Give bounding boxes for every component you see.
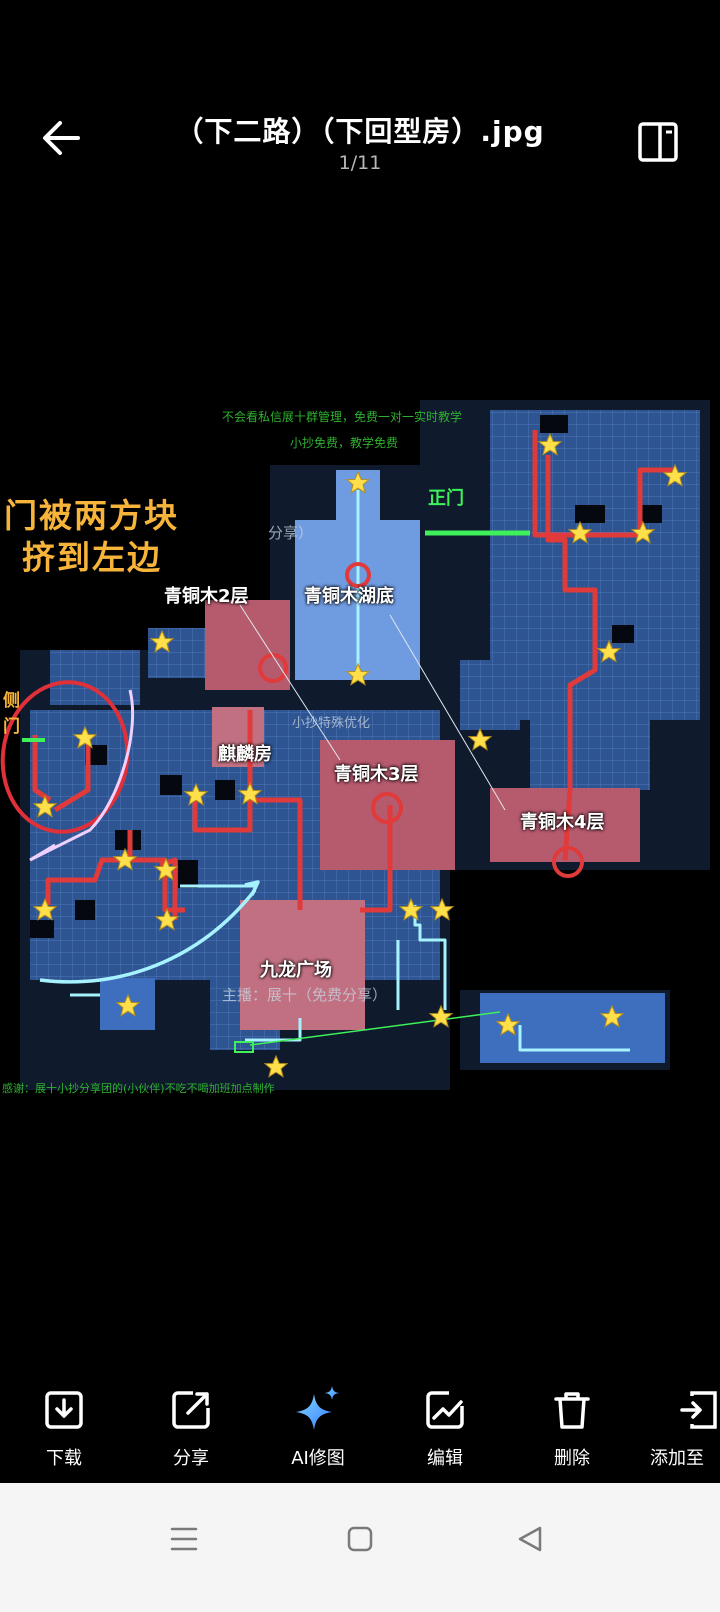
delete-button[interactable]: 删除 [522,1382,622,1482]
delete-label: 删除 [554,1448,590,1469]
share-icon [172,1391,210,1429]
map-drawing [0,400,710,1090]
add-to-label: 添加至 [650,1448,704,1469]
map-watermark-top2: 小抄免费，教学免费 [290,436,399,450]
download-label: 下载 [46,1448,82,1469]
share-button[interactable]: 分享 [141,1382,241,1482]
room-qilin: 麒麟房 [218,744,272,765]
edit-icon [426,1391,464,1429]
map-note-line2: 挤到左边 [22,538,162,577]
room-bronze-3f: 青铜木3层 [334,764,419,785]
map-note-line1: 门被两方块 [4,496,179,535]
add-to-button[interactable]: 添加至 [648,1382,720,1482]
download-button[interactable]: 下载 [14,1382,114,1482]
edit-button[interactable]: 编辑 [395,1382,495,1482]
map-watermark-top: 不会看私信展十群管理，免费一对一实时教学 [222,410,463,424]
main-gate-label: 正门 [428,488,464,509]
ai-retouch-label: AI修图 [291,1448,345,1469]
ai-retouch-button[interactable]: AI修图 [268,1382,368,1482]
download-icon [45,1391,83,1429]
menu-icon[interactable] [164,1519,204,1559]
room-bronze-lake: 青铜木湖底 [304,586,394,607]
trash-icon [554,1392,590,1429]
share-partial-text: 分享） [268,524,314,542]
map-host-text: 主播：展十（免费分享） [222,986,388,1004]
share-label: 分享 [173,1448,209,1469]
room-bronze-4f: 青铜木4层 [520,812,605,833]
arrow-left-icon[interactable] [36,112,88,164]
map-image[interactable]: 不会看私信展十群管理，免费一对一实时教学 小抄免费，教学免费 门被两方块 挤到左… [0,400,720,1140]
system-nav-bar [0,1483,720,1612]
ai-sparkle-icon [296,1386,339,1430]
room-bronze-2f: 青铜木2层 [164,586,249,607]
add-to-icon [680,1391,717,1429]
edit-label: 编辑 [427,1448,463,1469]
image-title: （下二路）（下回型房）.jpg [175,115,545,148]
viewer-header: （下二路）（下回型房）.jpg 1/11 [0,0,720,210]
info-panel-icon[interactable] [636,120,680,164]
back-triangle-icon[interactable] [510,1519,550,1559]
home-icon[interactable] [340,1519,380,1559]
room-jiulong: 九龙广场 [260,960,332,981]
map-watermark-mid: 小抄特殊优化 [292,716,371,731]
map-watermark-bottom: 感谢：展十小抄分享团的(小伙伴)不吃不喝加班加点制作 [2,1082,275,1095]
side-door-label: 侧 门 [3,691,20,737]
image-counter: 1/11 [338,152,382,174]
action-toolbar: 下载 分享 AI修图 编辑 [0,1382,720,1482]
